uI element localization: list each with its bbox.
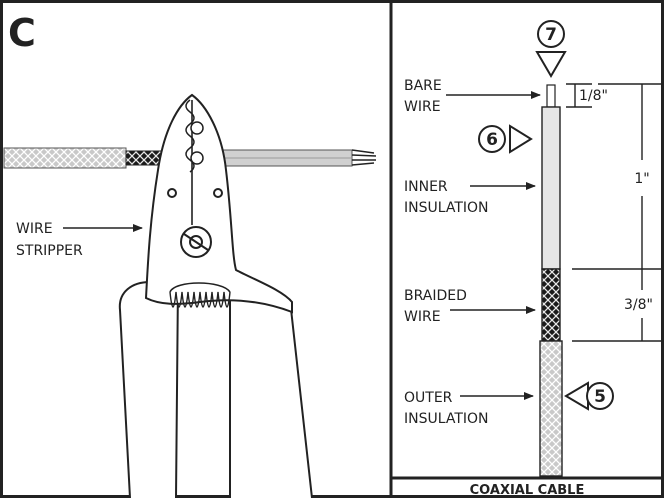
svg-text:5: 5 — [594, 387, 606, 407]
dimension-braided-wire-value: 3/8" — [624, 297, 653, 313]
inner-insulation-label-line1: INNER — [404, 179, 448, 195]
step-marker-middle: 6 — [478, 124, 533, 154]
dimension-bare-wire — [566, 83, 592, 108]
outer-insulation-label-line2: INSULATION — [404, 411, 489, 427]
svg-text:7: 7 — [545, 25, 557, 45]
braided-wire-label-line2: WIRE — [404, 309, 441, 325]
braided-wire-label-line1: BRAIDED — [404, 288, 467, 304]
wire-stripper-label-line1: WIRE — [16, 221, 53, 237]
dimension-bare-wire-value: 1/8" — [579, 88, 608, 104]
bare-wire-label-line1: BARE — [404, 78, 442, 94]
inner-insulation-label-line2: INSULATION — [404, 200, 489, 216]
svg-text:6: 6 — [486, 130, 498, 150]
dimension-braided-wire — [572, 268, 664, 342]
caption: COAXIAL CABLE — [470, 483, 585, 498]
step-marker-bottom: 5 — [564, 381, 614, 411]
wire-stripper-label-line2: STRIPPER — [16, 243, 83, 259]
step-marker-top: 7 — [535, 20, 567, 78]
braided-wire-segment — [541, 268, 561, 342]
coax-cable-section — [539, 84, 563, 477]
bare-wire-segment — [546, 84, 556, 108]
right-panel: BARE WIRE INNER INSULATION BRAIDED WIRE … — [391, 20, 664, 498]
dimension-inner-insulation-value: 1" — [634, 171, 649, 187]
outer-insulation-segment — [539, 340, 563, 477]
panel-letter: C — [8, 11, 36, 55]
left-panel: C — [3, 11, 377, 498]
inner-insulation-segment — [541, 106, 561, 270]
dimension-inner-insulation — [598, 83, 664, 269]
bare-wire-label-line2: WIRE — [404, 99, 441, 115]
wire-stripper-illustration — [118, 93, 313, 498]
outer-insulation-label-line1: OUTER — [404, 390, 453, 406]
